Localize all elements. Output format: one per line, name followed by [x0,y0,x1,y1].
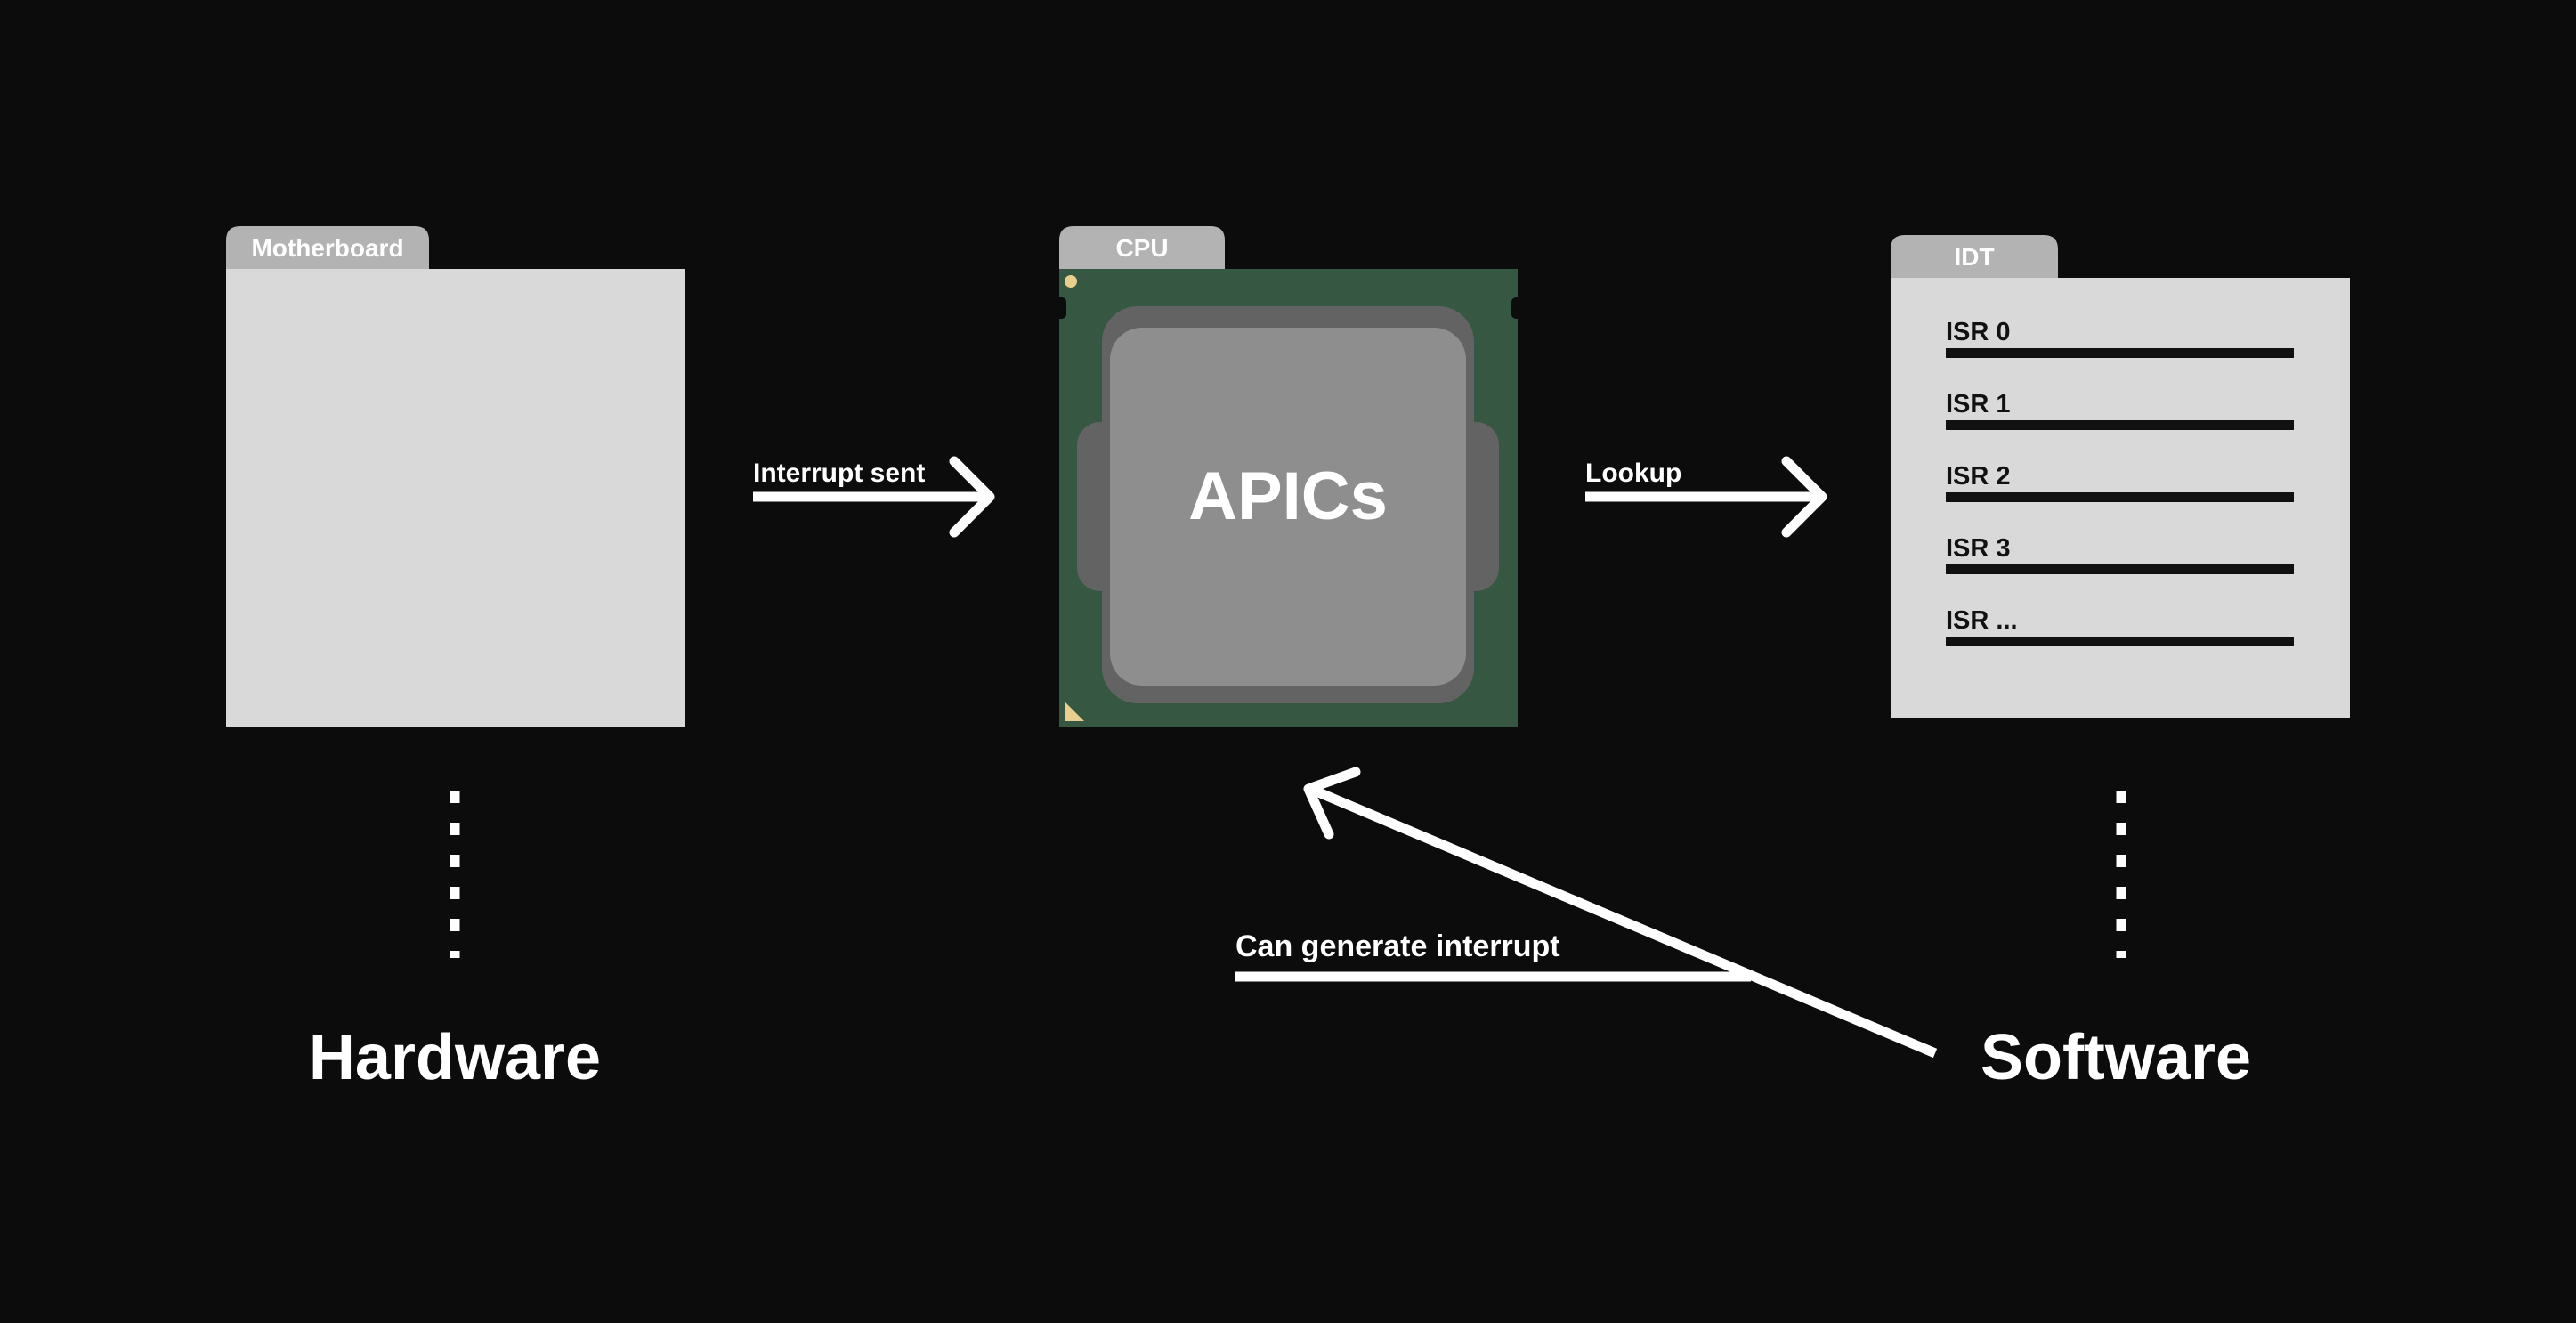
motherboard-tab-label: Motherboard [251,234,403,262]
idt-entry-bar [1946,420,2294,430]
cpu-notch-right [1511,297,1524,319]
idt-entry: ISR 2 [1946,462,2294,502]
motherboard-tab [226,226,429,269]
lookup-arrow-head [1781,456,1827,538]
idt-panel: IDT ISR 0 ISR 1 ISR 2 ISR 3 ISR ... [1891,235,2350,718]
apics-label: APICs [1188,459,1388,534]
hardware-label: Hardware [309,1022,601,1093]
idt-entry-label: ISR ... [1946,606,2018,635]
idt-entry-bar [1946,492,2294,502]
cpu-pin-marker [1065,275,1077,288]
software-label: Software [1981,1022,2251,1093]
cpu-tab [1059,226,1225,269]
cpu-tab-label: CPU [1115,234,1168,262]
interrupt-sent-arrow-head [949,456,995,538]
cpu-die [1110,328,1466,686]
idt-entry-bar [1946,348,2294,358]
cpu-notch-left [1054,297,1066,319]
idt-entry-bar [1946,637,2294,646]
lookup-arrow: Lookup [1585,456,1827,538]
can-generate-interrupt-arrow: Can generate interrupt [1235,767,1938,1059]
can-generate-interrupt-label: Can generate interrupt [1235,929,1560,963]
idt-entry-label: ISR 0 [1946,318,2011,346]
motherboard-body [226,269,685,727]
can-generate-interrupt-arrow-line [1308,783,1938,1059]
idt-entry-label: ISR 2 [1946,462,2011,491]
idt-tab-label: IDT [1954,243,1994,271]
idt-entry: ISR 0 [1946,318,2294,358]
can-generate-interrupt-arrow-head [1303,767,1361,840]
interrupt-sent-label: Interrupt sent [753,459,925,488]
idt-entry-bar [1946,564,2294,574]
idt-tab [1891,235,2058,278]
cpu-corner-marker [1065,702,1084,721]
cpu-panel: CPU APICs [1054,226,1524,727]
idt-entry-label: ISR 3 [1946,534,2011,563]
interrupt-sent-arrow: Interrupt sent [753,456,995,538]
idt-entry: ISR 1 [1946,390,2294,430]
idt-entry: ISR ... [1946,606,2294,646]
idt-entry-label: ISR 1 [1946,390,2011,418]
idt-entry: ISR 3 [1946,534,2294,574]
motherboard-panel: Motherboard [226,226,685,727]
lookup-label: Lookup [1585,459,1681,488]
